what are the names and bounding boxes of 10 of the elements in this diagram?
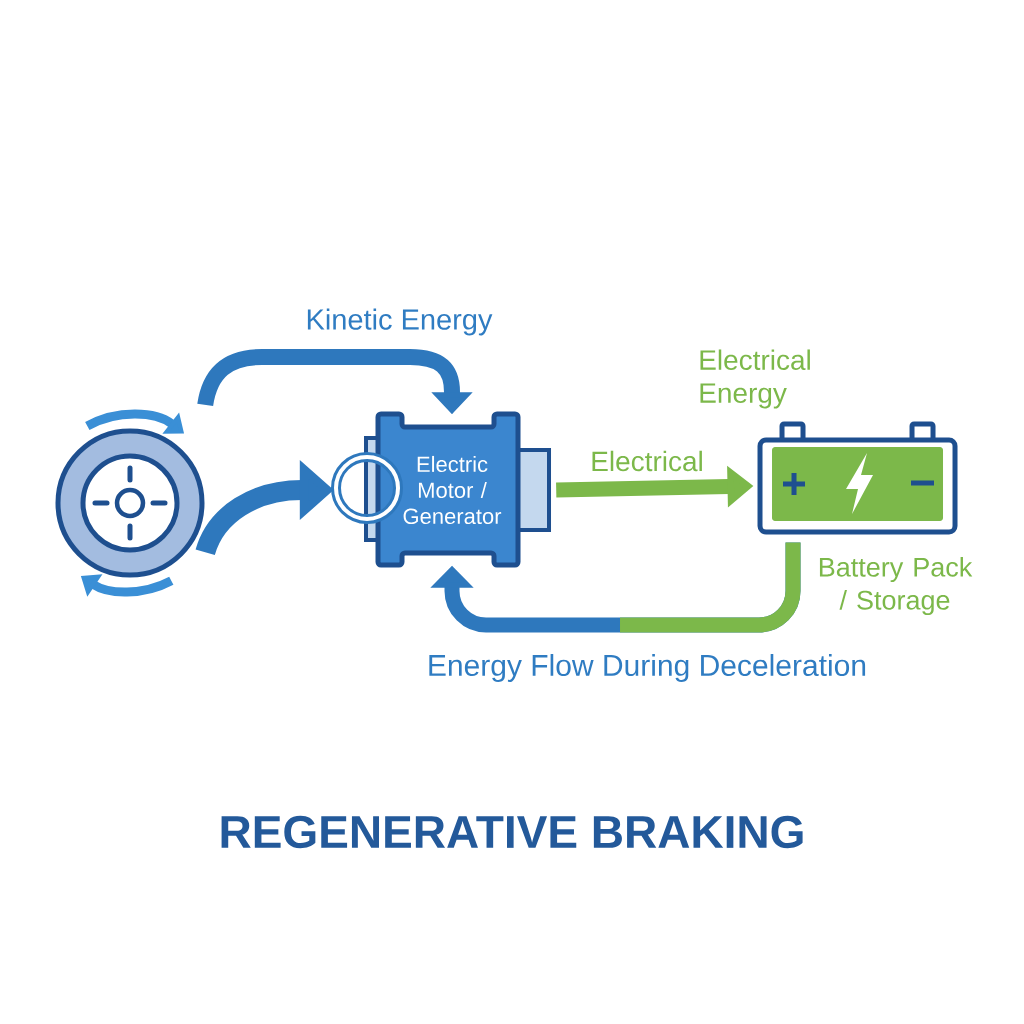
motor-box: Electric Motor / Generator: [364, 411, 551, 568]
wheel: [55, 409, 205, 597]
edge-label: Electrical: [588, 448, 706, 474]
node-label: Battery Pack / Storage: [819, 556, 973, 616]
title: REGENERATIVE BRAKING: [221, 815, 803, 849]
battery: [757, 421, 958, 535]
edge-label: Kinetic Energy: [303, 306, 495, 338]
edge-label: Energy Flow During Deceleration: [424, 652, 870, 684]
node-label: Electrical Energy: [700, 349, 810, 409]
arrow: [430, 542, 801, 633]
